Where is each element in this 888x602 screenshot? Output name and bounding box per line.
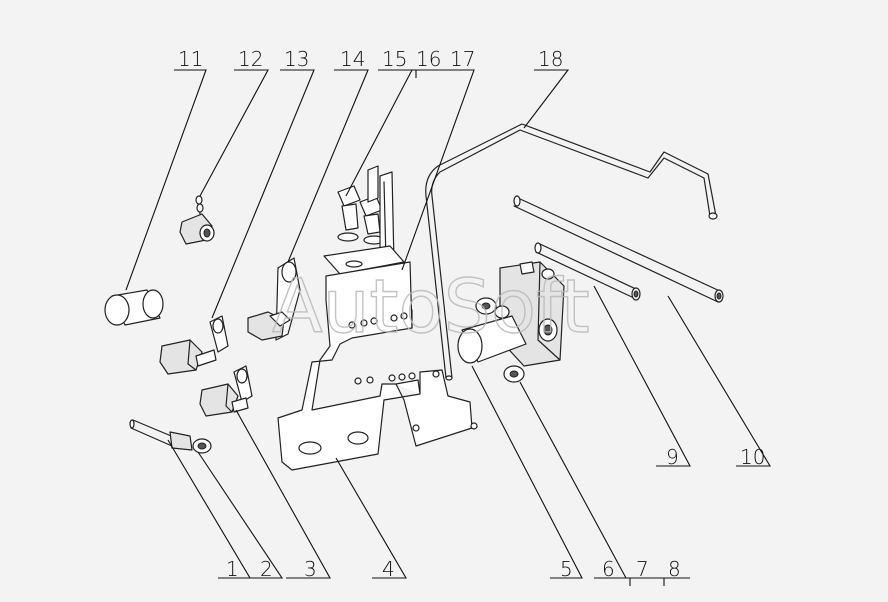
part-13-bracket: [159, 315, 229, 375]
callout-2: 2: [260, 557, 273, 581]
part-11-bushing: [104, 289, 164, 326]
part-1-2-bolt-washer: [129, 419, 212, 454]
part-9-short-tube: [534, 242, 641, 301]
callout-9: 9: [666, 445, 679, 469]
watermark-text: AutoSoft: [272, 264, 590, 350]
callout-11: 11: [178, 47, 203, 71]
callout-12: 12: [238, 47, 263, 71]
part-15-16-bolts: [337, 185, 385, 245]
callout-1: 1: [226, 557, 239, 581]
part-17-plate: [323, 165, 405, 275]
callout-5: 5: [560, 557, 573, 581]
leader-lines: [125, 69, 771, 586]
callout-6: 6: [602, 557, 615, 581]
callout-8: 8: [668, 557, 681, 581]
part-5-8-valve-block: [457, 261, 565, 383]
callout-18: 18: [538, 47, 563, 71]
callout-labels: 11 12 13 14 15 16 17 18 1 2 3 4 5 6 7 8 …: [178, 47, 765, 581]
callout-13: 13: [284, 47, 309, 71]
part-14-bracket: [247, 257, 301, 341]
part-4-mounting-plate: [277, 261, 478, 471]
callout-17: 17: [450, 47, 475, 71]
callout-7: 7: [636, 557, 649, 581]
callout-4: 4: [382, 557, 395, 581]
callout-10: 10: [740, 445, 765, 469]
part-10-long-tube: [513, 195, 724, 303]
callout-3: 3: [304, 557, 317, 581]
callout-16: 16: [416, 47, 441, 71]
part-12-fitting: [179, 195, 215, 245]
callout-15: 15: [382, 47, 407, 71]
part-3-bracket: [199, 365, 253, 417]
callout-14: 14: [340, 47, 365, 71]
